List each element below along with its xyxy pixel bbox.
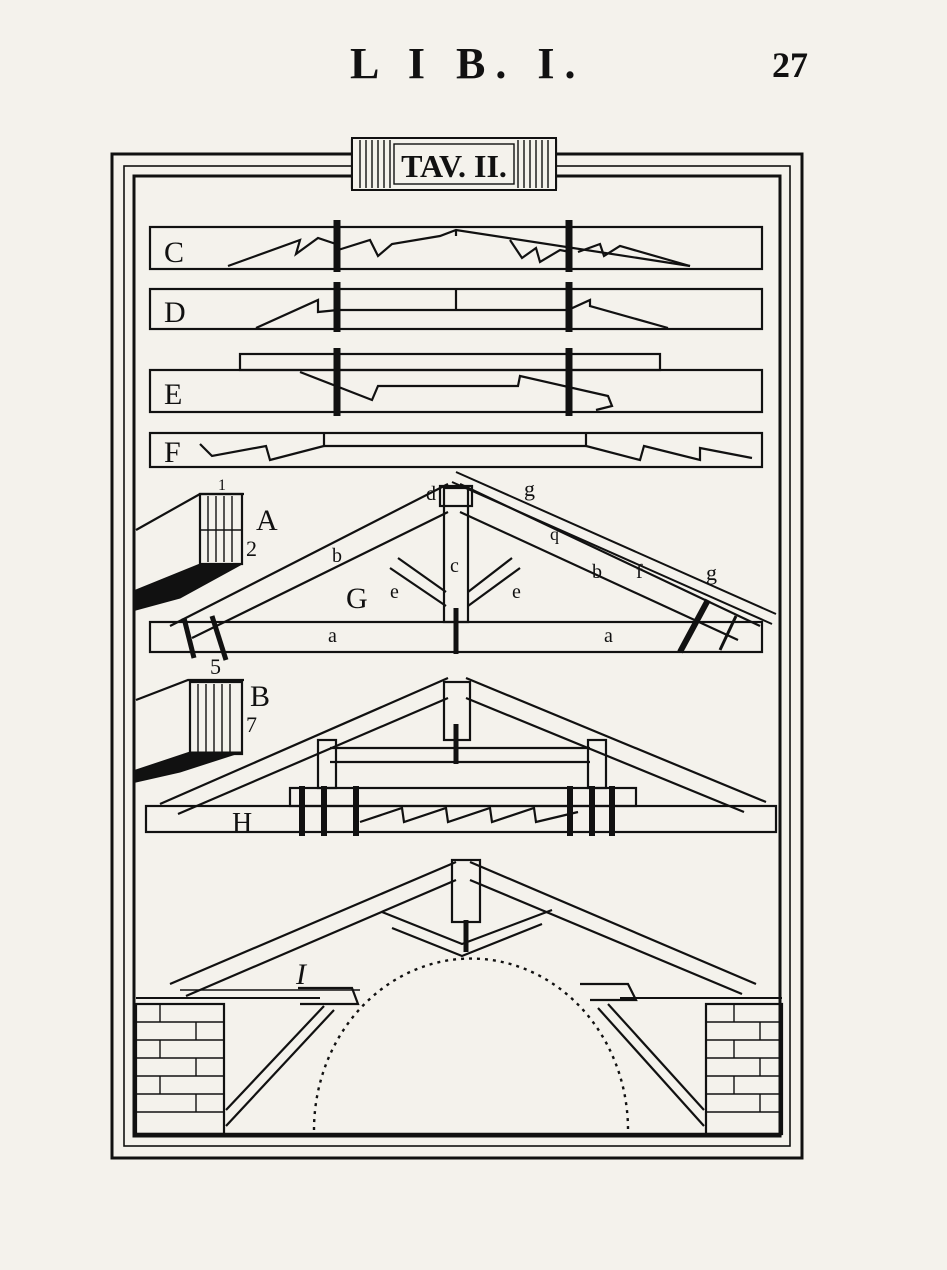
truss-h: B 5 7 H <box>135 654 778 839</box>
label-b2: b <box>592 561 602 583</box>
label-c-post: c <box>450 555 459 577</box>
label-g1: g <box>524 476 535 501</box>
beam-d: D <box>148 282 764 332</box>
label-e1: e <box>390 581 399 603</box>
label-g2: g <box>706 560 717 585</box>
label-1: 1 <box>218 477 226 494</box>
label-a-wall: A <box>256 504 278 537</box>
label-e: E <box>164 378 182 411</box>
label-7: 7 <box>246 712 257 737</box>
label-2: 2 <box>246 536 257 561</box>
label-g: G <box>346 582 368 615</box>
label-d-head: d <box>426 483 436 505</box>
label-f: f <box>636 561 643 583</box>
beam-e: E <box>148 348 764 416</box>
label-i: I <box>295 958 308 991</box>
label-q: q <box>550 524 559 544</box>
beam-c: C <box>148 220 764 272</box>
label-d: D <box>164 296 186 329</box>
page-number: 27 <box>772 45 808 85</box>
label-h: H <box>232 808 252 839</box>
beam-f: F <box>148 431 764 469</box>
label-f: F <box>164 436 181 469</box>
page-header: L I B. I. 27 <box>0 0 947 110</box>
plate-title: TAV. II. <box>401 148 507 184</box>
truss-g: A 1 2 G a a b b c d e e f g g q <box>135 471 777 661</box>
label-b-wall: B <box>250 680 270 713</box>
label-b1: b <box>332 545 342 567</box>
label-c: C <box>164 236 184 269</box>
label-5: 5 <box>210 654 221 679</box>
label-a2: a <box>604 625 613 647</box>
truss-i: I <box>134 858 784 1136</box>
label-e2: e <box>512 581 521 603</box>
running-head: L I B. I. <box>350 39 586 88</box>
label-a1: a <box>328 625 337 647</box>
title-cartouche: TAV. II. <box>350 137 558 191</box>
